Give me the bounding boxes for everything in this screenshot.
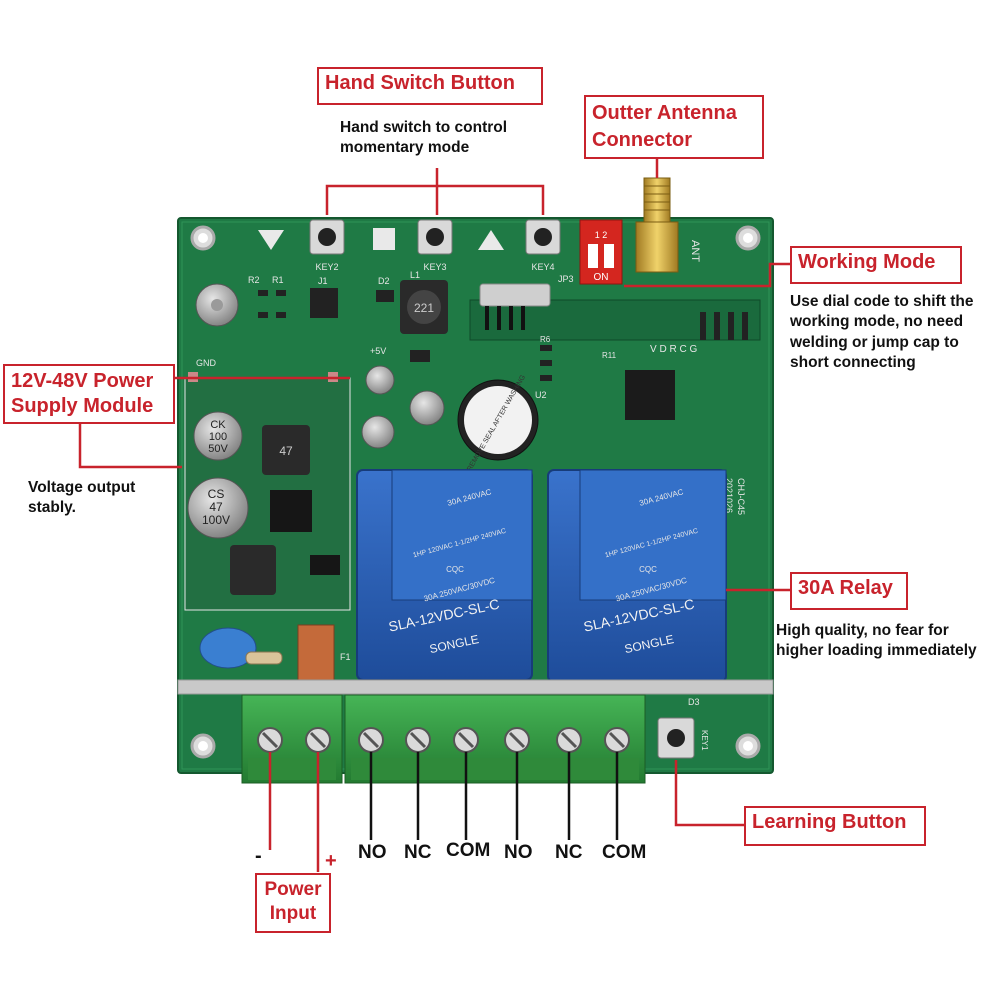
ic-chip bbox=[625, 370, 675, 420]
key3-button[interactable] bbox=[417, 219, 453, 255]
dip-numbers: 1 2 bbox=[595, 230, 608, 240]
silk-symbols bbox=[258, 228, 504, 250]
r6-label: R6 bbox=[540, 335, 551, 344]
relay2-cqc: CQC bbox=[639, 565, 657, 574]
r1-label: R1 bbox=[272, 275, 284, 285]
d2-label: D2 bbox=[378, 276, 390, 286]
desc-relay: High quality, no fear for higher loading… bbox=[776, 622, 977, 660]
callout-antenna-connector: Outter Antenna Connector bbox=[584, 95, 764, 159]
r2-label: R2 bbox=[248, 275, 260, 285]
callout-working-mode: Working Mode bbox=[790, 246, 962, 284]
bottom-left-parts bbox=[199, 624, 335, 682]
l1-label: L1 bbox=[410, 270, 420, 280]
u2-label: U2 bbox=[535, 390, 547, 400]
board-id: CHJ-C45 bbox=[736, 478, 746, 515]
d3-label: D3 bbox=[688, 697, 700, 707]
terminal-blocks bbox=[241, 694, 646, 784]
terminal-label-no-2: NO bbox=[504, 842, 533, 863]
callout-learning-button: Learning Button bbox=[744, 806, 926, 846]
capacitor-c1 bbox=[195, 283, 239, 327]
cap1-line1: CK bbox=[210, 419, 226, 431]
buzzer bbox=[457, 379, 539, 461]
callout-30a-relay: 30A Relay bbox=[790, 572, 908, 610]
key4-button[interactable] bbox=[525, 219, 561, 255]
ant-label: ANT bbox=[689, 240, 701, 262]
relay-1 bbox=[356, 469, 533, 681]
busbar-strip bbox=[177, 679, 774, 695]
rf-module bbox=[469, 283, 761, 341]
terminal-label-no-1: NO bbox=[358, 842, 387, 863]
key3-label: KEY3 bbox=[423, 262, 446, 272]
gnd-label: GND bbox=[196, 358, 217, 368]
inductor-l1 bbox=[400, 280, 448, 334]
desc-hand-switch: Hand switch to control momentary mode bbox=[340, 119, 508, 157]
desc-power-module: Voltage output stably. bbox=[28, 479, 136, 517]
inductor-l2-marking: 47 bbox=[279, 444, 293, 458]
inductor-l1-marking: 221 bbox=[414, 301, 434, 315]
polarity-plus: + bbox=[325, 850, 337, 872]
cap1-line2: 100 bbox=[209, 431, 227, 443]
key1-learning-button[interactable] bbox=[657, 717, 695, 759]
f1-label: F1 bbox=[340, 652, 351, 662]
smd-parts-top bbox=[258, 288, 552, 381]
dip-on-label: ON bbox=[594, 272, 609, 283]
small-capacitors bbox=[361, 365, 445, 449]
key2-button[interactable] bbox=[309, 219, 345, 255]
j1-label: J1 bbox=[318, 276, 328, 286]
key2-label: KEY2 bbox=[315, 262, 338, 272]
cap2-line1: CS bbox=[208, 487, 225, 501]
relay1-cqc: CQC bbox=[446, 565, 464, 574]
r11-label: R11 bbox=[602, 351, 617, 360]
jp3-label: JP3 bbox=[558, 274, 574, 284]
terminal-label-com-2: COM bbox=[602, 842, 647, 863]
desc-working-mode: Use dial code to shift the working mode,… bbox=[790, 293, 974, 372]
cap2-line2: 47 bbox=[209, 500, 223, 514]
antenna-connector bbox=[635, 177, 679, 273]
plus5v-label: +5V bbox=[370, 346, 386, 356]
terminal-label-nc-1: NC bbox=[404, 842, 432, 863]
terminal-leads bbox=[369, 752, 619, 840]
key4-label: KEY4 bbox=[531, 262, 554, 272]
leader-lines bbox=[78, 158, 792, 872]
callout-power-input: Power Input bbox=[255, 873, 331, 933]
board-date: 2021026 bbox=[724, 478, 734, 513]
dip-switch[interactable] bbox=[579, 219, 623, 285]
terminal-label-nc-2: NC bbox=[555, 842, 583, 863]
header-pin-labels: V D R C G bbox=[650, 344, 697, 355]
power-module-board bbox=[184, 372, 351, 611]
cap2-line3: 100V bbox=[202, 513, 230, 527]
callout-hand-switch-button: Hand Switch Button bbox=[317, 67, 543, 105]
cap1-line3: 50V bbox=[208, 443, 228, 455]
polarity-minus: - bbox=[255, 845, 262, 867]
key1-label: KEY1 bbox=[700, 730, 709, 751]
relay-2 bbox=[547, 469, 727, 683]
callout-power-supply-module: 12V-48V Power Supply Module bbox=[3, 364, 175, 424]
terminal-label-com-1: COM bbox=[446, 840, 491, 861]
